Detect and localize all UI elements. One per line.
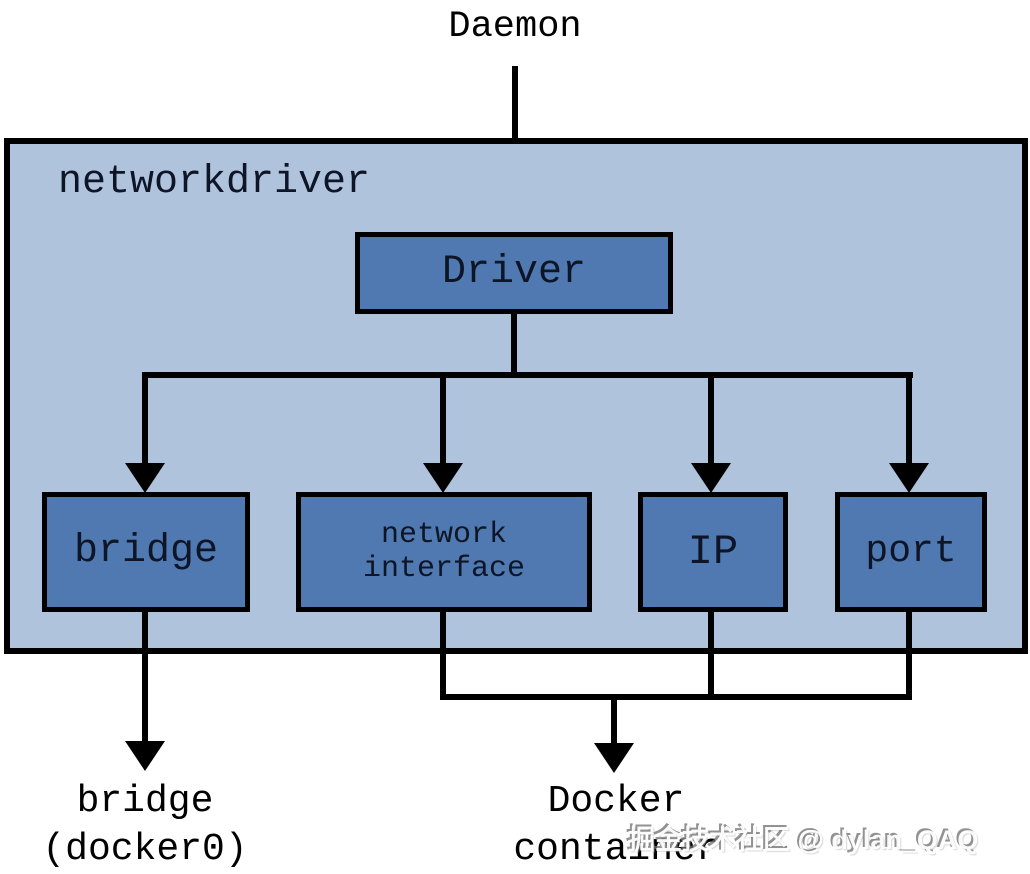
connector-driver-port	[906, 372, 912, 464]
port-node-label: port	[865, 530, 957, 574]
network-interface-node: network interface	[296, 492, 592, 612]
docker-container-line2: container	[513, 828, 719, 871]
bridge-output-label: bridge (docker0)	[25, 778, 265, 874]
ip-node-label: IP	[687, 527, 739, 576]
connector-driver-stub	[511, 313, 517, 376]
docker-container-line1: Docker	[547, 780, 685, 823]
arrowhead-docker-container-icon	[594, 743, 634, 773]
connector-bridge-output	[142, 610, 148, 742]
driver-node-label: Driver	[441, 250, 587, 295]
bridge-output-line1: bridge	[76, 780, 214, 823]
network-interface-node-line1: network	[380, 517, 508, 552]
driver-node: Driver	[355, 232, 673, 314]
arrowhead-bridge-output-icon	[125, 741, 165, 771]
watermark: 掘金技术社区 @ dylan_QAQ	[628, 825, 979, 855]
arrowhead-bridge-icon	[125, 463, 165, 493]
bridge-node: bridge	[42, 492, 250, 612]
connector-driver-bridge	[142, 372, 148, 464]
daemon-label: Daemon	[448, 6, 582, 48]
connector-daemon-driver	[512, 66, 518, 206]
bridge-node-label: bridge	[73, 529, 219, 574]
arrowhead-ip-icon	[691, 463, 731, 493]
network-interface-node-line2: interface	[362, 552, 526, 586]
connector-ip-merge	[708, 610, 714, 700]
docker-container-label: Docker container	[496, 778, 736, 874]
port-node: port	[835, 492, 987, 612]
ip-node: IP	[638, 492, 788, 612]
connector-merge-drop	[611, 694, 617, 744]
arrowhead-network-interface-icon	[423, 463, 463, 493]
connector-driver-ip	[708, 372, 714, 464]
bridge-output-line2: (docker0)	[42, 828, 248, 871]
arrowhead-port-icon	[889, 463, 929, 493]
connector-driver-network-interface	[440, 372, 446, 464]
connector-distribution-top	[143, 372, 913, 378]
connector-merge-bus	[440, 694, 912, 700]
connector-network-interface-merge	[440, 610, 446, 700]
connector-port-merge	[906, 610, 912, 700]
networkdriver-label: networkdriver	[58, 160, 371, 205]
